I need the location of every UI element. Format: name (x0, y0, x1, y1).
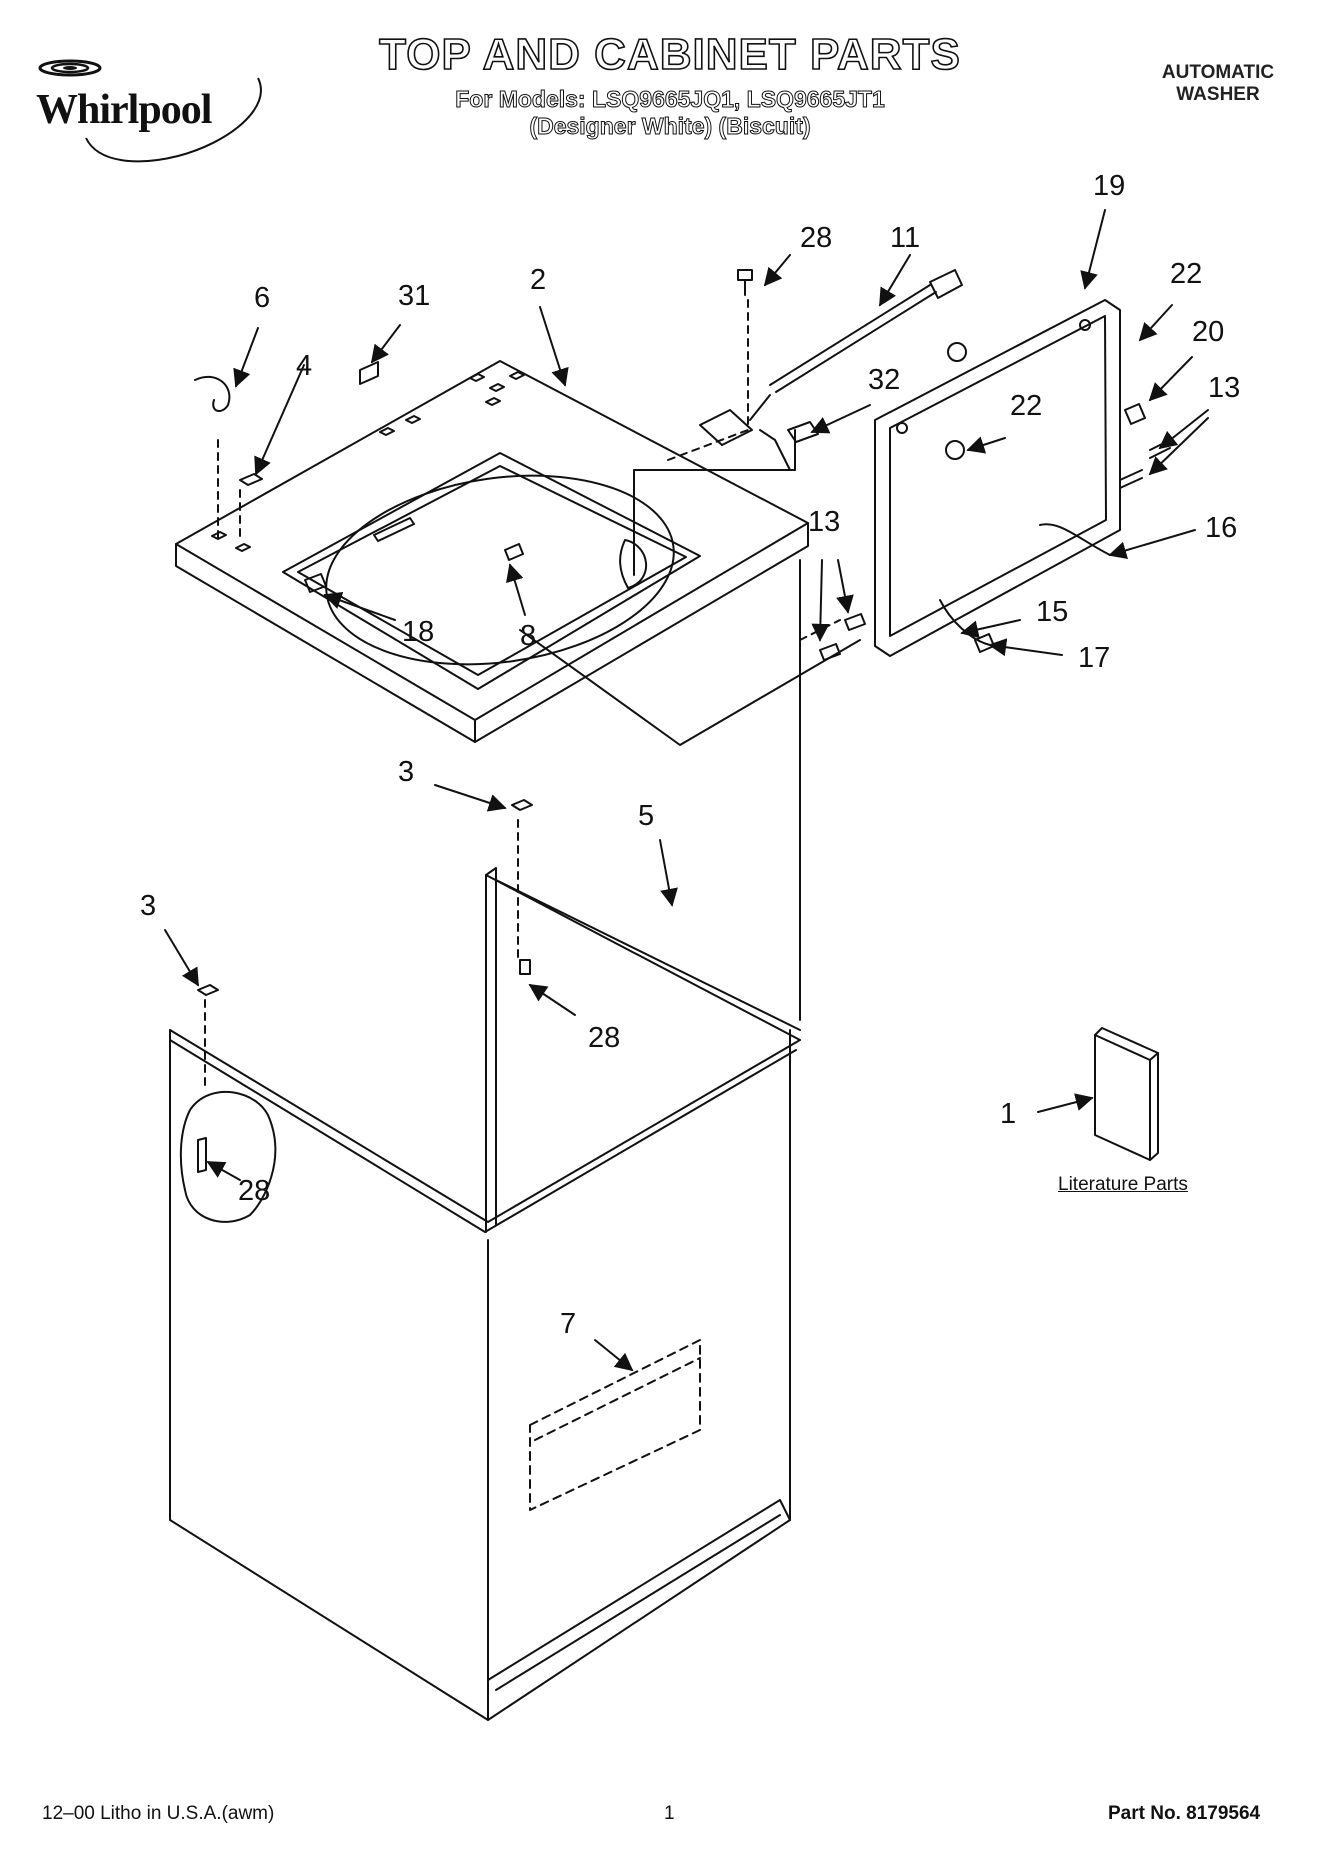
color-variants-line: (Designer White) (Biscuit) (529, 113, 811, 140)
console-frame (874, 299, 1121, 657)
footer-part-number: Part No. 8179564 (1108, 1803, 1261, 1824)
callout-22-right: 22 (1170, 258, 1203, 290)
literature-parts-caption: Literature Parts (1058, 1174, 1188, 1195)
callout-3-upper: 3 (398, 756, 415, 788)
callout-19: 19 (1093, 170, 1126, 202)
callout-arrows (164, 209, 1209, 1372)
callout-32: 32 (868, 364, 901, 396)
alignment-lines (204, 299, 841, 1091)
washer-cabinet (169, 867, 801, 1721)
fasteners (194, 269, 1171, 996)
callout-28-middle: 28 (588, 1022, 621, 1054)
callout-11: 11 (890, 222, 921, 254)
brand-wordmark: Whirlpool (36, 87, 212, 133)
models-line: For Models: LSQ9665JQ1, LSQ9665JT1 (455, 86, 886, 113)
product-type-line2: WASHER (1176, 84, 1260, 105)
page-title: TOP AND CABINET PARTS (378, 29, 961, 80)
callout-6: 6 (254, 282, 271, 314)
callout-16: 16 (1205, 512, 1238, 544)
washer-top-panel (175, 360, 809, 743)
callout-17: 17 (1078, 642, 1111, 674)
wire-harness (699, 269, 963, 471)
callout-2: 2 (530, 264, 547, 296)
callout-4: 4 (296, 350, 313, 382)
callout-13-left: 13 (808, 506, 841, 538)
callout-22-center: 22 (1010, 390, 1043, 422)
whirlpool-logo (28, 38, 278, 168)
footer-page-number: 1 (664, 1803, 675, 1824)
callout-7: 7 (560, 1308, 577, 1340)
footer-litho: 12–00 Litho in U.S.A.(awm) (42, 1803, 275, 1824)
callout-1: 1 (1000, 1098, 1017, 1130)
callout-28-cutaway: 28 (238, 1175, 271, 1207)
callout-15: 15 (1036, 596, 1069, 628)
product-type-line1: AUTOMATIC (1161, 62, 1275, 83)
callout-5: 5 (638, 800, 655, 832)
callout-3-left: 3 (140, 890, 157, 922)
product-type: AUTOMATIC WASHER (1128, 62, 1308, 106)
callout-8: 8 (520, 620, 537, 652)
leader-lines (519, 429, 861, 1021)
callout-18: 18 (402, 616, 435, 648)
literature-book (1094, 1027, 1159, 1161)
callout-20: 20 (1192, 316, 1225, 348)
callout-13-right: 13 (1208, 372, 1241, 404)
callout-28-top: 28 (800, 222, 833, 254)
whirlpool-swirl-icon (38, 59, 262, 163)
callout-31: 31 (398, 280, 431, 312)
